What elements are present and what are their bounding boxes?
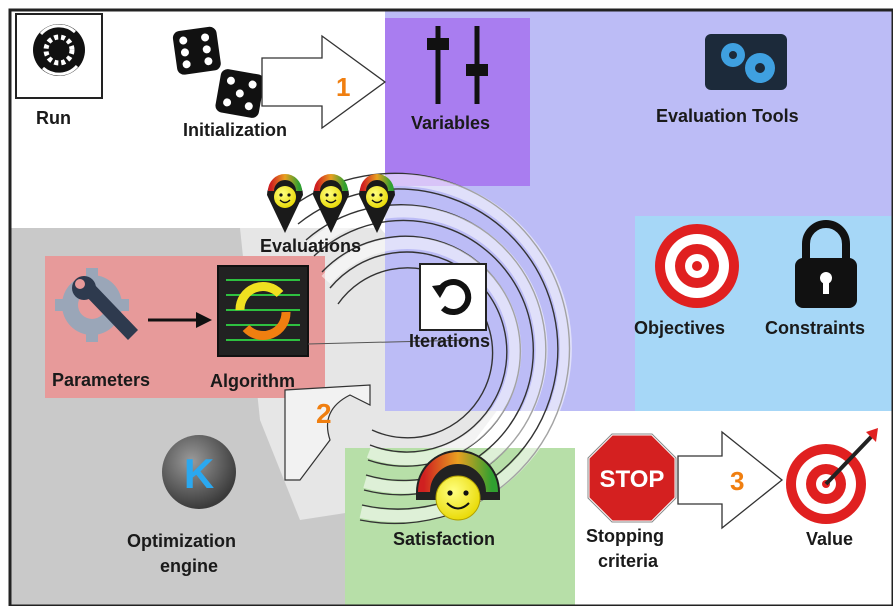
smiley-pin-icon (267, 174, 395, 233)
initialization-label: Initialization (183, 120, 287, 140)
dice-icon (172, 26, 265, 118)
value-label: Value (806, 529, 853, 549)
optimization-engine-label-2: engine (160, 556, 218, 576)
stop-sign-icon: STOP (586, 432, 678, 524)
stopping-criteria-label-2: criteria (598, 551, 659, 571)
gears-icon (705, 34, 787, 90)
loop-arrow (284, 384, 371, 481)
arrow-step-3 (677, 430, 784, 530)
evaluation-tools-label: Evaluation Tools (656, 106, 799, 126)
evaluations-label: Evaluations (260, 236, 361, 256)
engine-logo-icon: K (162, 435, 236, 509)
step-3-number: 3 (730, 466, 744, 496)
optimization-engine-label-1: Optimization (127, 531, 236, 551)
parameters-arrow-head (196, 312, 212, 328)
arrow-step-1 (261, 34, 387, 130)
panel-variables (385, 18, 530, 186)
run-icon (15, 13, 103, 99)
iterations-icon (419, 263, 487, 331)
stopping-criteria-label-1: Stopping (586, 526, 664, 546)
algorithm-connector (307, 339, 471, 345)
constraints-label: Constraints (765, 318, 865, 338)
step-2-number: 2 (316, 398, 332, 429)
wrench-gear-icon (55, 268, 138, 342)
lock-icon (795, 220, 857, 308)
parameters-label: Parameters (52, 370, 150, 390)
satisfaction-gauge-icon (416, 450, 500, 521)
target-arrow-icon (786, 428, 878, 524)
variables-sliders-icon (427, 26, 488, 104)
step-1-number: 1 (336, 72, 350, 102)
algorithm-label: Algorithm (210, 371, 295, 391)
target-icon (655, 224, 739, 308)
satisfaction-label: Satisfaction (393, 529, 495, 549)
variables-label: Variables (411, 113, 490, 133)
run-label: Run (36, 108, 71, 128)
stop-sign-text: STOP (600, 466, 665, 493)
engine-logo-letter: K (184, 450, 214, 497)
objectives-label: Objectives (634, 318, 725, 338)
algorithm-icon (217, 265, 309, 357)
iterations-label: Iterations (409, 331, 490, 351)
